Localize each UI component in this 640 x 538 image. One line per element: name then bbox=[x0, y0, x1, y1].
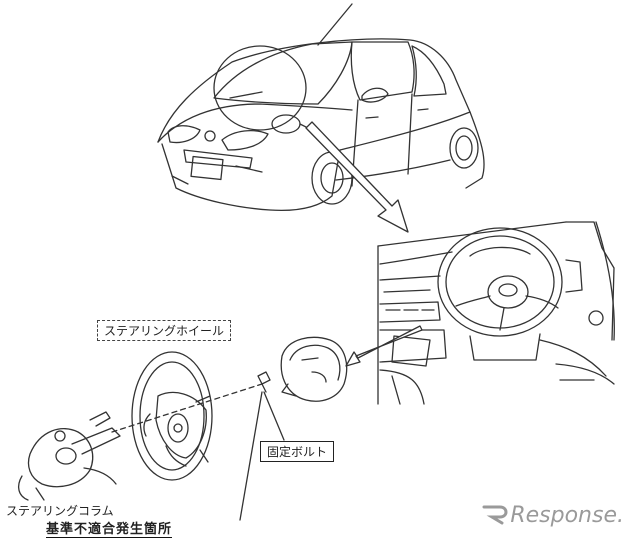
steering-column-label: ステアリングコラム bbox=[6, 504, 114, 518]
fixing-bolt bbox=[257, 371, 285, 441]
response-logo: Response. bbox=[480, 503, 624, 528]
airbag-module bbox=[280, 336, 348, 402]
defect-pointer-line bbox=[239, 391, 263, 521]
car-illustration bbox=[157, 3, 485, 212]
response-logo-text: Response. bbox=[510, 503, 624, 528]
defect-location-label: 基準不適合発生箇所 bbox=[46, 518, 173, 538]
fixing-bolt-label: 固定ボルト bbox=[260, 441, 335, 462]
steering-column bbox=[17, 383, 263, 501]
steering-wheel-label: ステアリングホイール bbox=[97, 320, 232, 341]
interior-view bbox=[345, 221, 615, 405]
steering-wheel-exploded bbox=[131, 351, 213, 481]
zoom-arrow bbox=[305, 121, 409, 233]
response-logo-icon bbox=[482, 505, 508, 525]
